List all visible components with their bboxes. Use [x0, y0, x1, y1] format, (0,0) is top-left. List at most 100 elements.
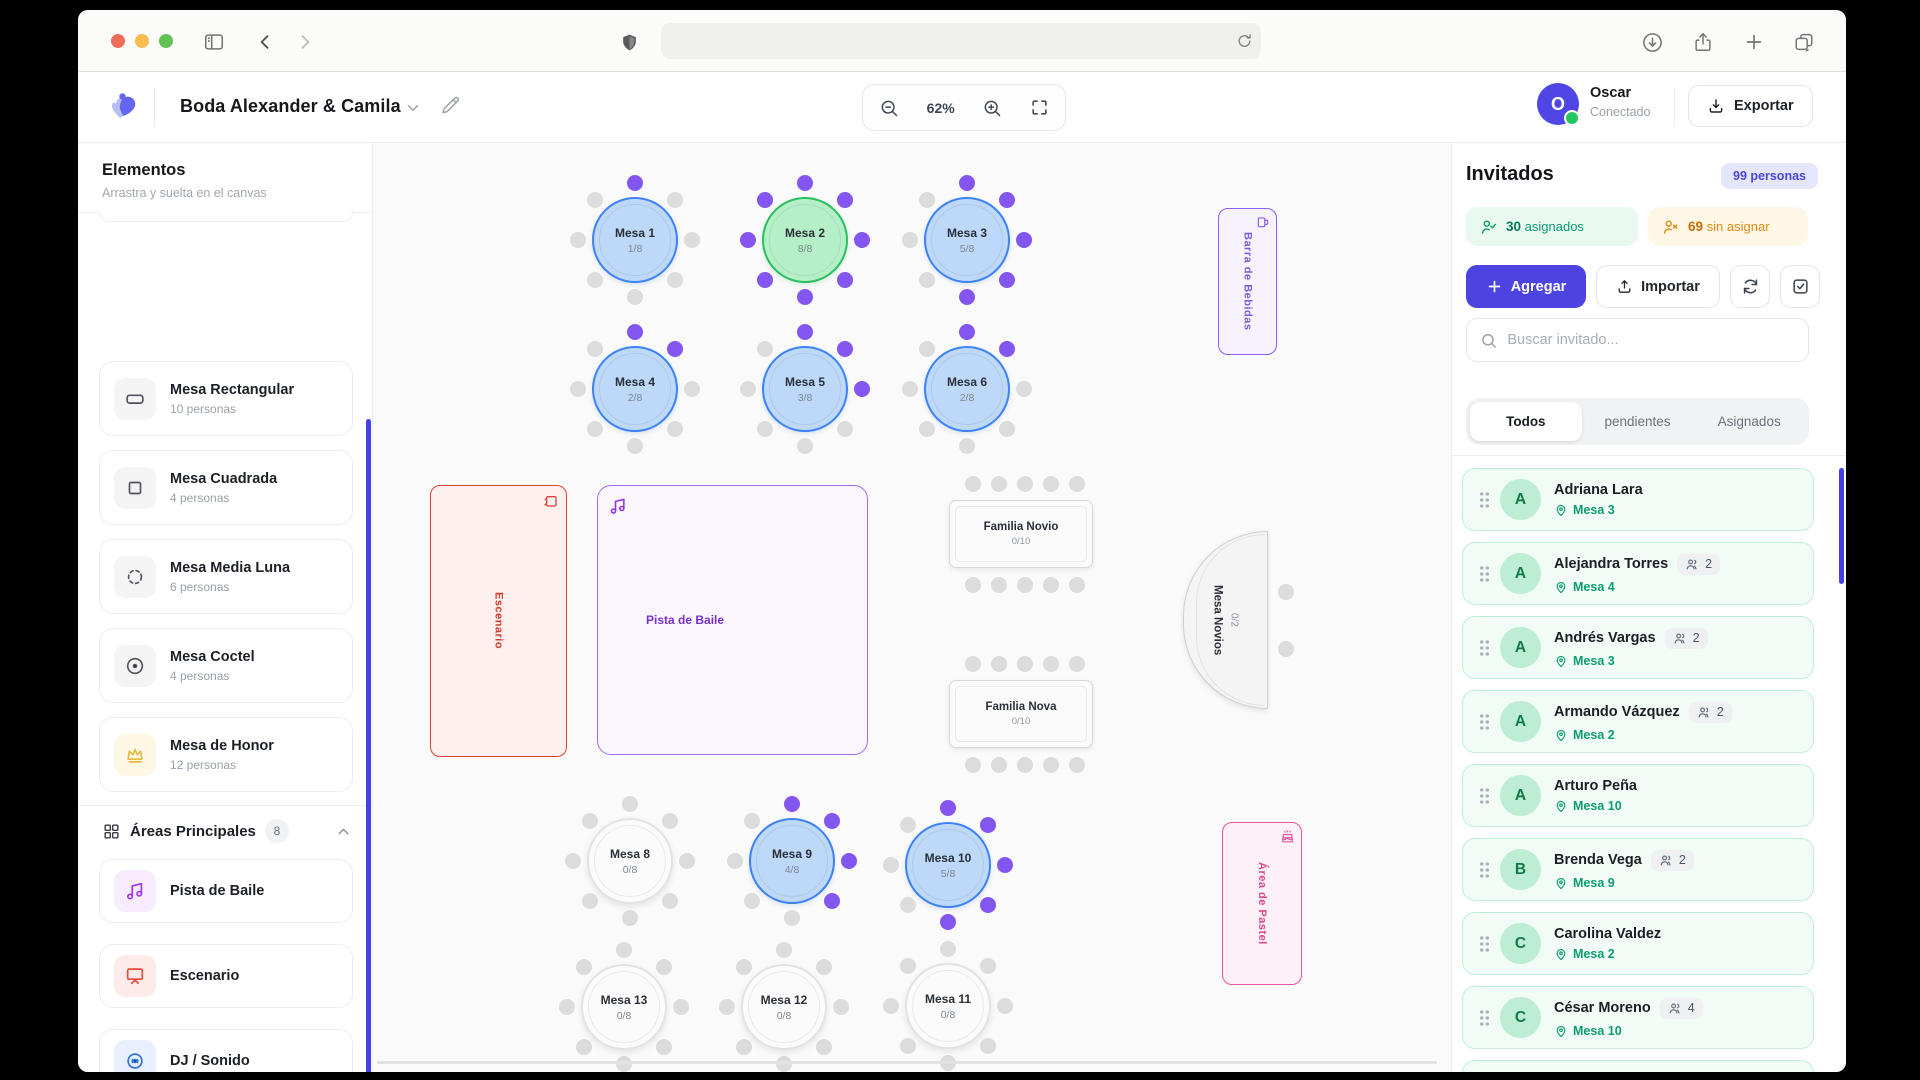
reload-icon[interactable]: [1236, 28, 1253, 59]
guest-name: César Moreno: [1554, 1000, 1651, 1016]
guest-list-scrollbar[interactable]: [1839, 468, 1844, 584]
table-name: Mesa 6: [946, 374, 988, 389]
table-name: Mesa 4: [614, 374, 656, 389]
sidebar-toggle-icon[interactable]: [200, 28, 228, 56]
select-mode-button[interactable]: [1780, 265, 1820, 308]
import-button[interactable]: Importar: [1596, 265, 1720, 308]
drag-handle-icon[interactable]: [1479, 787, 1490, 804]
seat-dot-occupied: [667, 340, 684, 357]
area-card-escenario[interactable]: Escenario: [99, 944, 353, 1008]
sidebar-scrollbar[interactable]: [366, 419, 371, 1072]
elements-header: Elementos Arrastra y suelta en el canvas: [78, 143, 372, 213]
zoom-out-icon[interactable]: [879, 98, 899, 118]
new-tab-icon[interactable]: [1740, 28, 1768, 56]
seat-dot-free: [965, 476, 981, 492]
drag-handle-icon[interactable]: [1479, 1009, 1490, 1026]
address-bar[interactable]: [661, 23, 1261, 59]
minimize-window-button[interactable]: [135, 34, 149, 48]
edit-title-pencil-icon[interactable]: [440, 95, 461, 121]
event-title[interactable]: Boda Alexander & Camila: [180, 96, 401, 116]
drag-handle-icon[interactable]: [1479, 565, 1490, 582]
app-logo-heart-icon[interactable]: [106, 90, 144, 131]
zoom-controls: 62%: [862, 84, 1066, 131]
drag-handle-icon[interactable]: [1479, 713, 1490, 730]
seat-dot-occupied: [999, 340, 1016, 357]
floorplan-canvas[interactable]: Escenario Pista de Baile Barra de Bebida…: [373, 143, 1451, 1072]
download-icon: [1709, 99, 1723, 113]
zoom-in-icon[interactable]: [982, 98, 1002, 118]
seat-dot-occupied: [959, 289, 975, 305]
guest-card-partial[interactable]: [1462, 1060, 1814, 1072]
zoom-window-button[interactable]: [159, 34, 173, 48]
back-button[interactable]: [251, 28, 279, 56]
area-card-pista-de-baile[interactable]: Pista de Baile: [99, 859, 353, 923]
guest-name: Andrés Vargas: [1554, 630, 1656, 646]
tab-pendientes[interactable]: pendientes: [1604, 414, 1671, 429]
share-icon[interactable]: [1689, 28, 1717, 56]
zone-escenario[interactable]: Escenario: [430, 485, 567, 757]
close-window-button[interactable]: [111, 34, 125, 48]
zone-pista-de-baile[interactable]: Pista de Baile: [597, 485, 868, 755]
add-guest-button[interactable]: Agregar: [1466, 265, 1586, 308]
areas-section-header[interactable]: Áreas Principales 8: [102, 819, 352, 843]
canvas-horizontal-scrollbar[interactable]: [377, 1061, 1437, 1064]
user-avatar[interactable]: O: [1537, 83, 1580, 126]
guest-search[interactable]: [1466, 318, 1809, 362]
table-count: 1/8: [627, 242, 643, 255]
downloads-icon[interactable]: [1638, 28, 1666, 56]
zone-area-de-pastel[interactable]: Área de Pastel: [1222, 822, 1302, 985]
seat-dot: [1278, 641, 1294, 657]
chevron-down-icon[interactable]: [404, 99, 422, 122]
shield-icon[interactable]: [615, 28, 643, 56]
guest-table-assignment: Mesa 3: [1554, 503, 1643, 517]
list-divider: [1452, 455, 1846, 456]
seat-dot-free: [684, 232, 700, 248]
zone-barra-de-bebidas[interactable]: Barra de Bebidas: [1218, 208, 1277, 355]
drag-handle-icon[interactable]: [1479, 861, 1490, 878]
table-mesa-novios[interactable]: Mesa Novios 0/2: [1183, 531, 1268, 709]
seat-dot-free: [581, 893, 598, 910]
table-name: Mesa 13: [600, 992, 648, 1007]
guest-search-input[interactable]: [1507, 332, 1795, 348]
drag-handle-icon[interactable]: [1479, 491, 1490, 508]
chevron-up-icon[interactable]: [335, 823, 352, 840]
element-card-partial-top[interactable]: [99, 212, 353, 222]
fullscreen-icon[interactable]: [1030, 98, 1049, 117]
tab-asignados[interactable]: Asignados: [1717, 414, 1781, 429]
tab-todos[interactable]: Todos: [1470, 402, 1582, 441]
tab-overview-icon[interactable]: [1790, 28, 1818, 56]
drag-handle-icon[interactable]: [1479, 935, 1490, 952]
drag-handle-icon[interactable]: [1479, 639, 1490, 656]
forward-button[interactable]: [291, 28, 319, 56]
export-button[interactable]: Exportar: [1688, 85, 1813, 127]
sync-button[interactable]: [1730, 265, 1770, 308]
area-card-dj-sonido[interactable]: DJ / Sonido: [99, 1029, 353, 1072]
